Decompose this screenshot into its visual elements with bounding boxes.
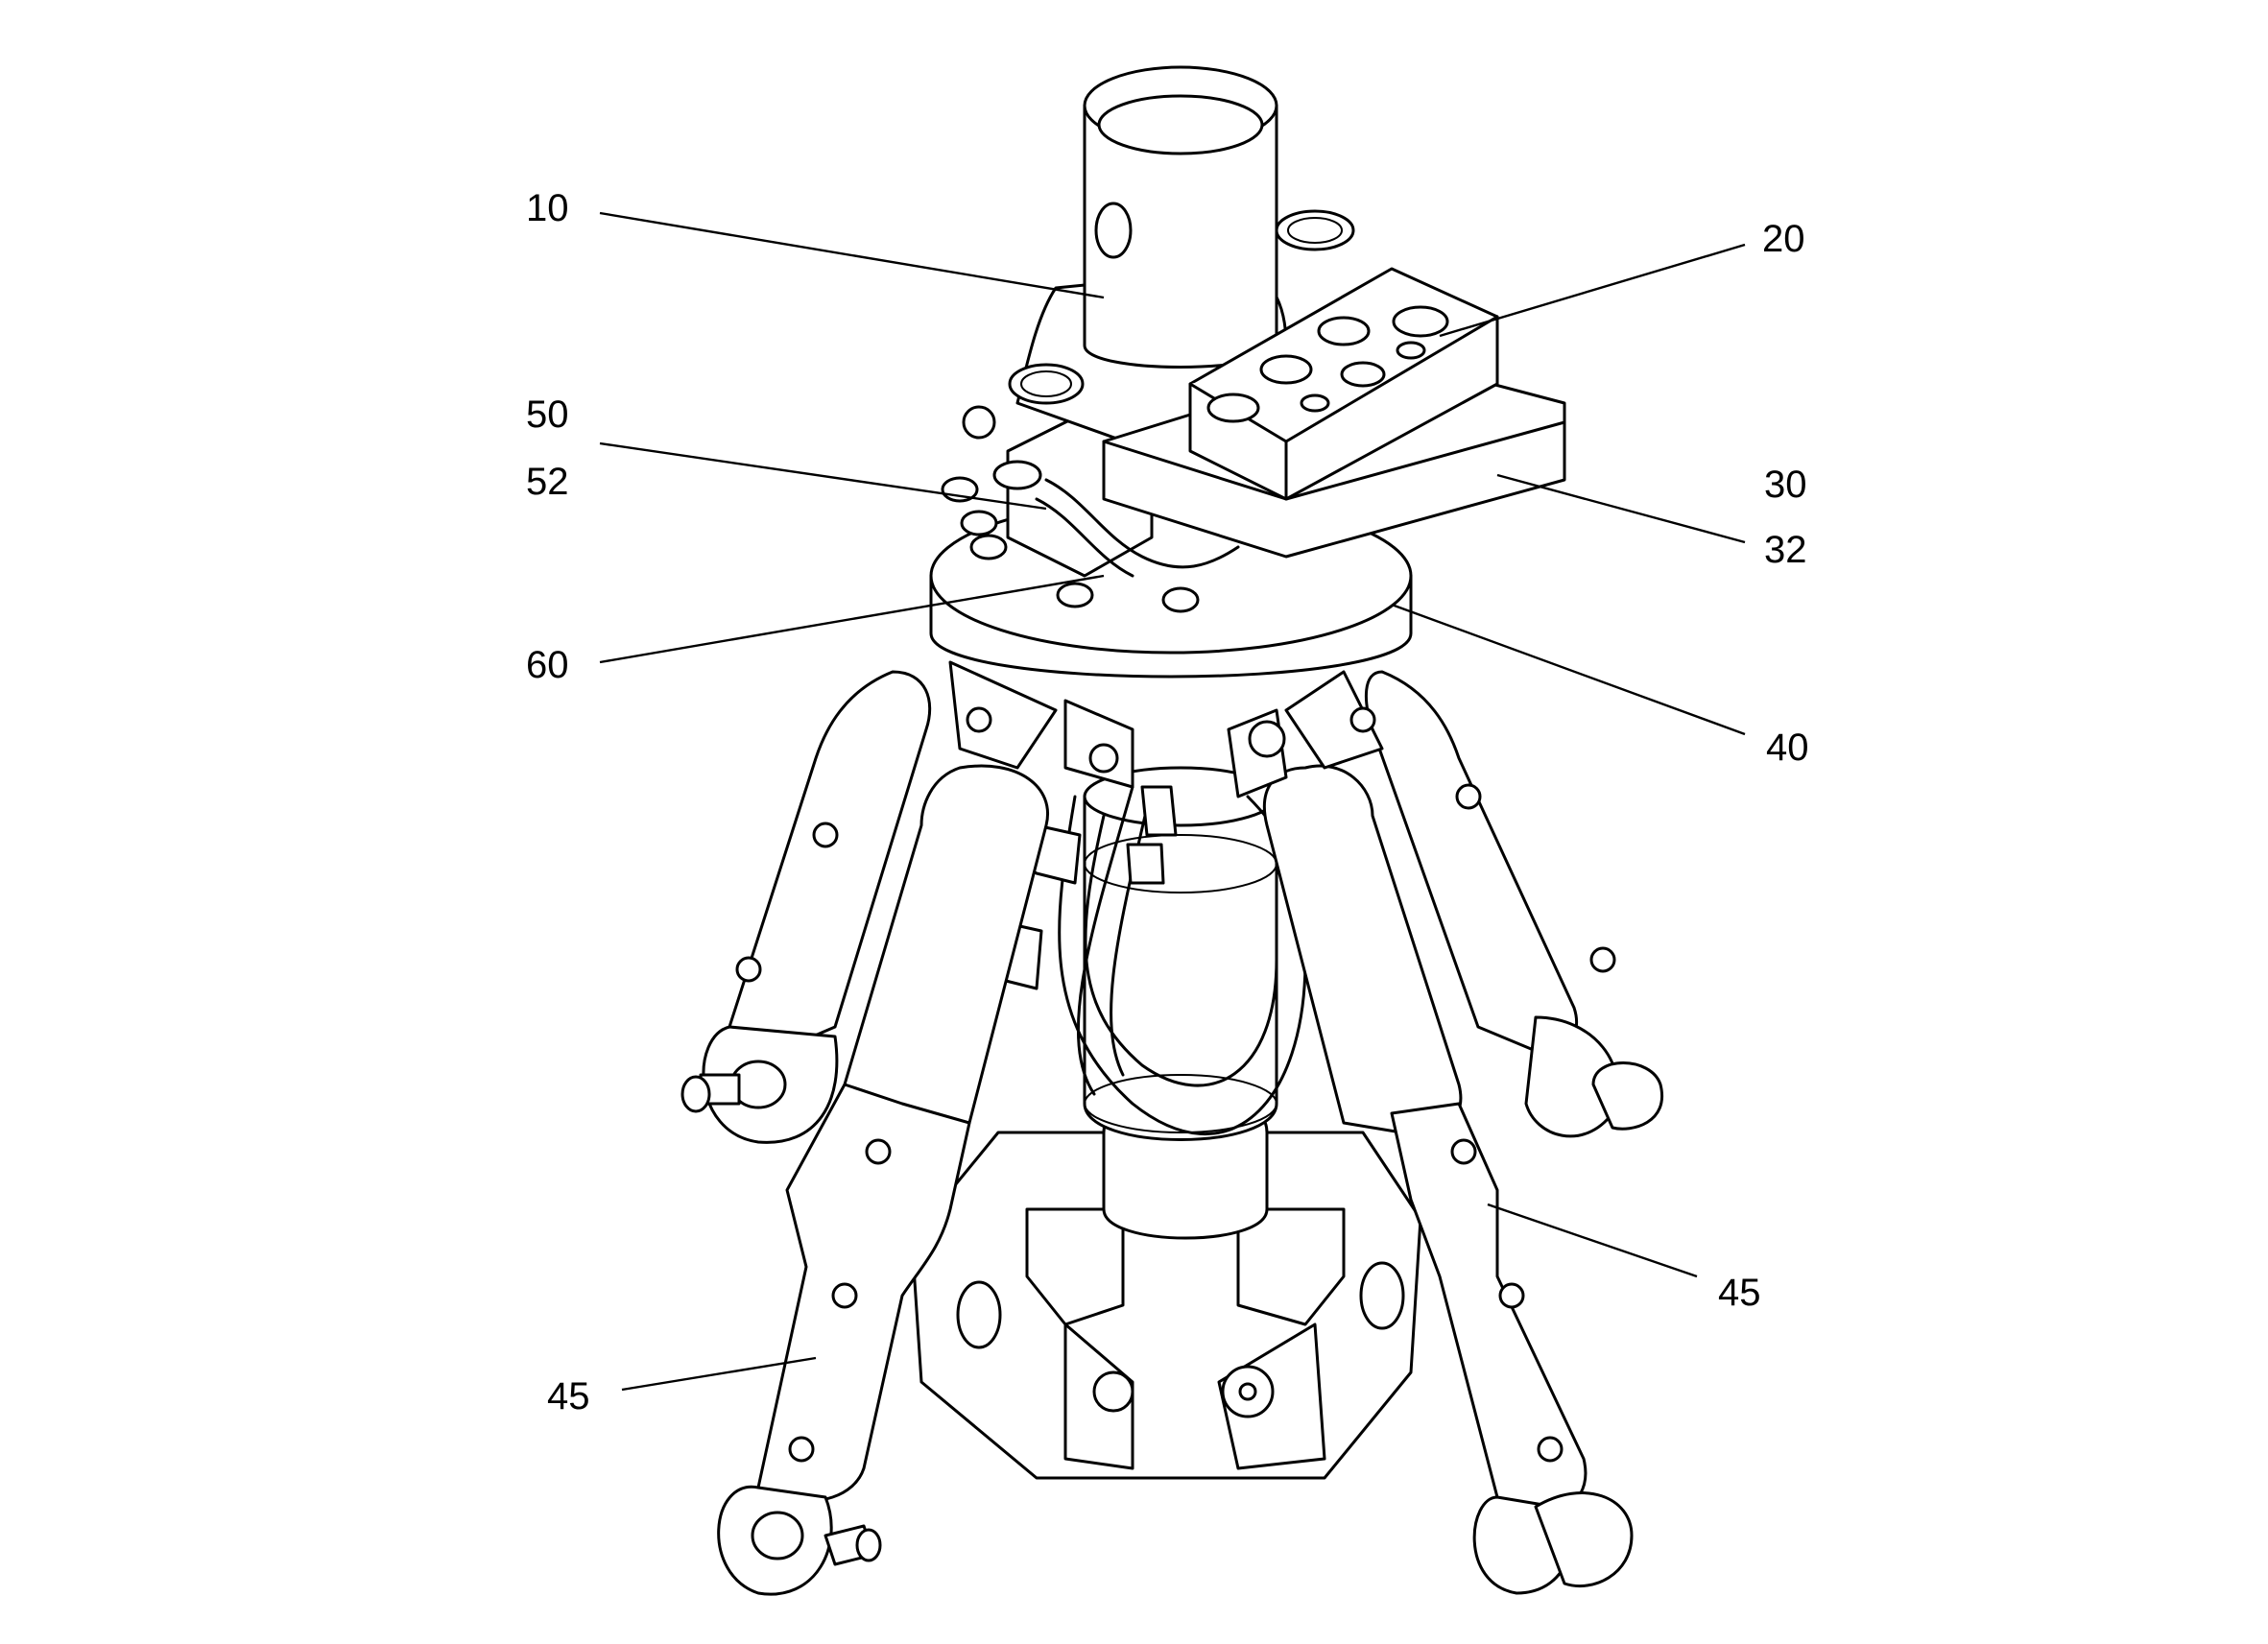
label-45-right: 45	[1718, 1272, 1761, 1314]
label-10: 10	[526, 187, 569, 229]
leader-10	[599, 211, 1105, 299]
label-32: 32	[1764, 529, 1807, 571]
leader-45-left	[621, 1356, 817, 1392]
leader-20	[1439, 243, 1746, 338]
label-20: 20	[1762, 218, 1805, 260]
label-50: 50	[526, 393, 569, 436]
leg-right-rear	[1364, 670, 1664, 1138]
base-hub	[910, 1087, 1422, 1480]
label-60: 60	[526, 644, 569, 686]
manifold	[941, 411, 1240, 613]
leg-left-rear	[680, 670, 932, 1144]
leader-40	[1391, 603, 1746, 736]
label-45-left: 45	[547, 1375, 590, 1418]
leg-right-front	[1262, 764, 1634, 1595]
label-40: 40	[1766, 727, 1809, 769]
label-30: 30	[1764, 464, 1807, 506]
leader-30-32	[1496, 473, 1746, 544]
leader-60	[599, 574, 1105, 664]
control-block	[1102, 267, 1566, 559]
leg-left-front	[717, 764, 1049, 1596]
label-52: 52	[526, 461, 569, 503]
leader-45-right	[1487, 1203, 1698, 1278]
shaft-housing	[962, 65, 1355, 453]
leader-50-52	[599, 441, 1047, 511]
